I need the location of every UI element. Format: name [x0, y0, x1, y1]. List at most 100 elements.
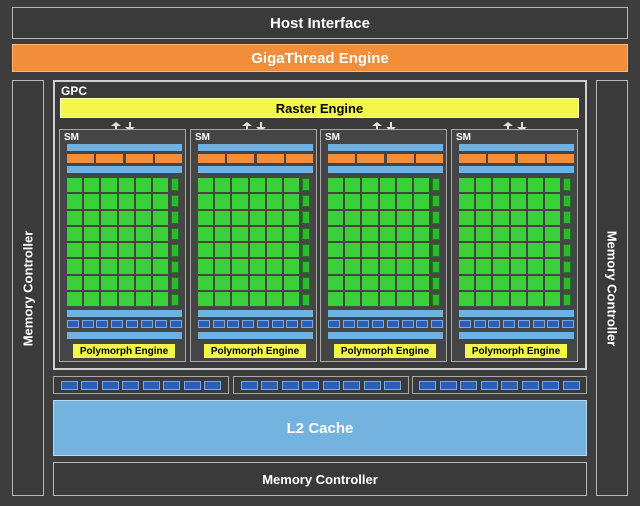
data-flow-arrows-icon	[108, 119, 138, 132]
cuda-core	[118, 259, 134, 274]
rop-unit	[419, 380, 437, 390]
cuda-core	[510, 178, 526, 193]
sfu-unit	[432, 293, 440, 306]
cuda-core	[232, 194, 248, 209]
cuda-core	[362, 259, 378, 274]
cuda-core	[215, 226, 231, 241]
texture-unit	[561, 320, 574, 328]
cuda-core	[198, 275, 214, 290]
cuda-core	[527, 194, 543, 209]
raster-engine: Raster Engine	[60, 98, 579, 118]
rop-unit	[101, 380, 119, 390]
cuda-core	[510, 291, 526, 306]
cuda-core	[328, 243, 344, 258]
cuda-core	[135, 243, 151, 258]
cuda-core	[283, 275, 299, 290]
l1-cache	[328, 332, 443, 339]
cuda-core	[345, 243, 361, 258]
cuda-core	[101, 210, 117, 225]
cuda-core	[476, 194, 492, 209]
texture-unit	[227, 320, 240, 328]
cuda-core	[118, 178, 134, 193]
sfu-unit	[432, 260, 440, 273]
texture-unit	[140, 320, 153, 328]
cuda-core	[118, 210, 134, 225]
warp-scheduler	[198, 154, 225, 163]
cuda-core	[362, 194, 378, 209]
cuda-core	[135, 210, 151, 225]
warp-scheduler	[415, 154, 443, 163]
texture-unit	[503, 320, 516, 328]
cuda-core	[459, 259, 475, 274]
sfu-unit	[432, 227, 440, 240]
cuda-core	[345, 210, 361, 225]
cuda-core	[510, 243, 526, 258]
cuda-core	[232, 291, 248, 306]
cuda-core	[135, 259, 151, 274]
texture-unit-row	[198, 320, 313, 328]
cuda-core	[345, 291, 361, 306]
sfu-unit	[302, 194, 310, 207]
warp-scheduler	[125, 154, 153, 163]
warp-scheduler	[285, 154, 313, 163]
cuda-core	[84, 194, 100, 209]
cuda-core	[266, 210, 282, 225]
cuda-core	[379, 243, 395, 258]
cuda-core	[84, 178, 100, 193]
texture-unit-row	[459, 320, 574, 328]
cuda-core	[215, 291, 231, 306]
l1-cache	[67, 332, 182, 339]
cuda-core	[67, 259, 83, 274]
texture-unit	[169, 320, 182, 328]
cuda-core	[362, 275, 378, 290]
cuda-core-grid	[198, 178, 299, 306]
rop-unit	[562, 380, 580, 390]
cuda-core	[493, 210, 509, 225]
texture-unit	[212, 320, 225, 328]
cuda-core	[249, 243, 265, 258]
warp-scheduler-row	[459, 154, 574, 163]
cuda-core-grid	[328, 178, 429, 306]
cuda-core	[67, 210, 83, 225]
warp-scheduler	[386, 154, 414, 163]
rop-unit	[60, 380, 78, 390]
cuda-core	[328, 259, 344, 274]
cuda-core	[493, 275, 509, 290]
cuda-core	[198, 259, 214, 274]
texture-unit	[271, 320, 284, 328]
cuda-core	[215, 275, 231, 290]
cuda-core	[283, 243, 299, 258]
cuda-core	[283, 194, 299, 209]
sfu-unit	[302, 227, 310, 240]
texture-unit	[416, 320, 429, 328]
sfu-unit	[432, 211, 440, 224]
cuda-core	[232, 226, 248, 241]
cuda-core	[527, 259, 543, 274]
cuda-core	[118, 291, 134, 306]
cuda-core	[396, 210, 412, 225]
cuda-core	[413, 210, 429, 225]
rop-unit	[521, 380, 539, 390]
instruction-cache	[198, 144, 313, 151]
cuda-core	[345, 194, 361, 209]
cuda-core	[379, 178, 395, 193]
rop-unit-group	[53, 376, 229, 394]
sm-label: SM	[64, 132, 79, 143]
memory-controller-left-label: Memory Controller	[20, 230, 36, 346]
cuda-core	[328, 291, 344, 306]
memory-controller-right-label: Memory Controller	[604, 230, 620, 346]
cuda-core	[396, 275, 412, 290]
cuda-core	[379, 259, 395, 274]
cuda-core	[362, 226, 378, 241]
cuda-core	[328, 178, 344, 193]
cuda-core	[396, 194, 412, 209]
texture-unit	[357, 320, 370, 328]
warp-scheduler	[357, 154, 385, 163]
cuda-core	[283, 259, 299, 274]
cuda-core	[527, 226, 543, 241]
cuda-core	[84, 226, 100, 241]
register-file	[67, 166, 182, 173]
l1-cache	[198, 332, 313, 339]
cuda-core	[527, 291, 543, 306]
